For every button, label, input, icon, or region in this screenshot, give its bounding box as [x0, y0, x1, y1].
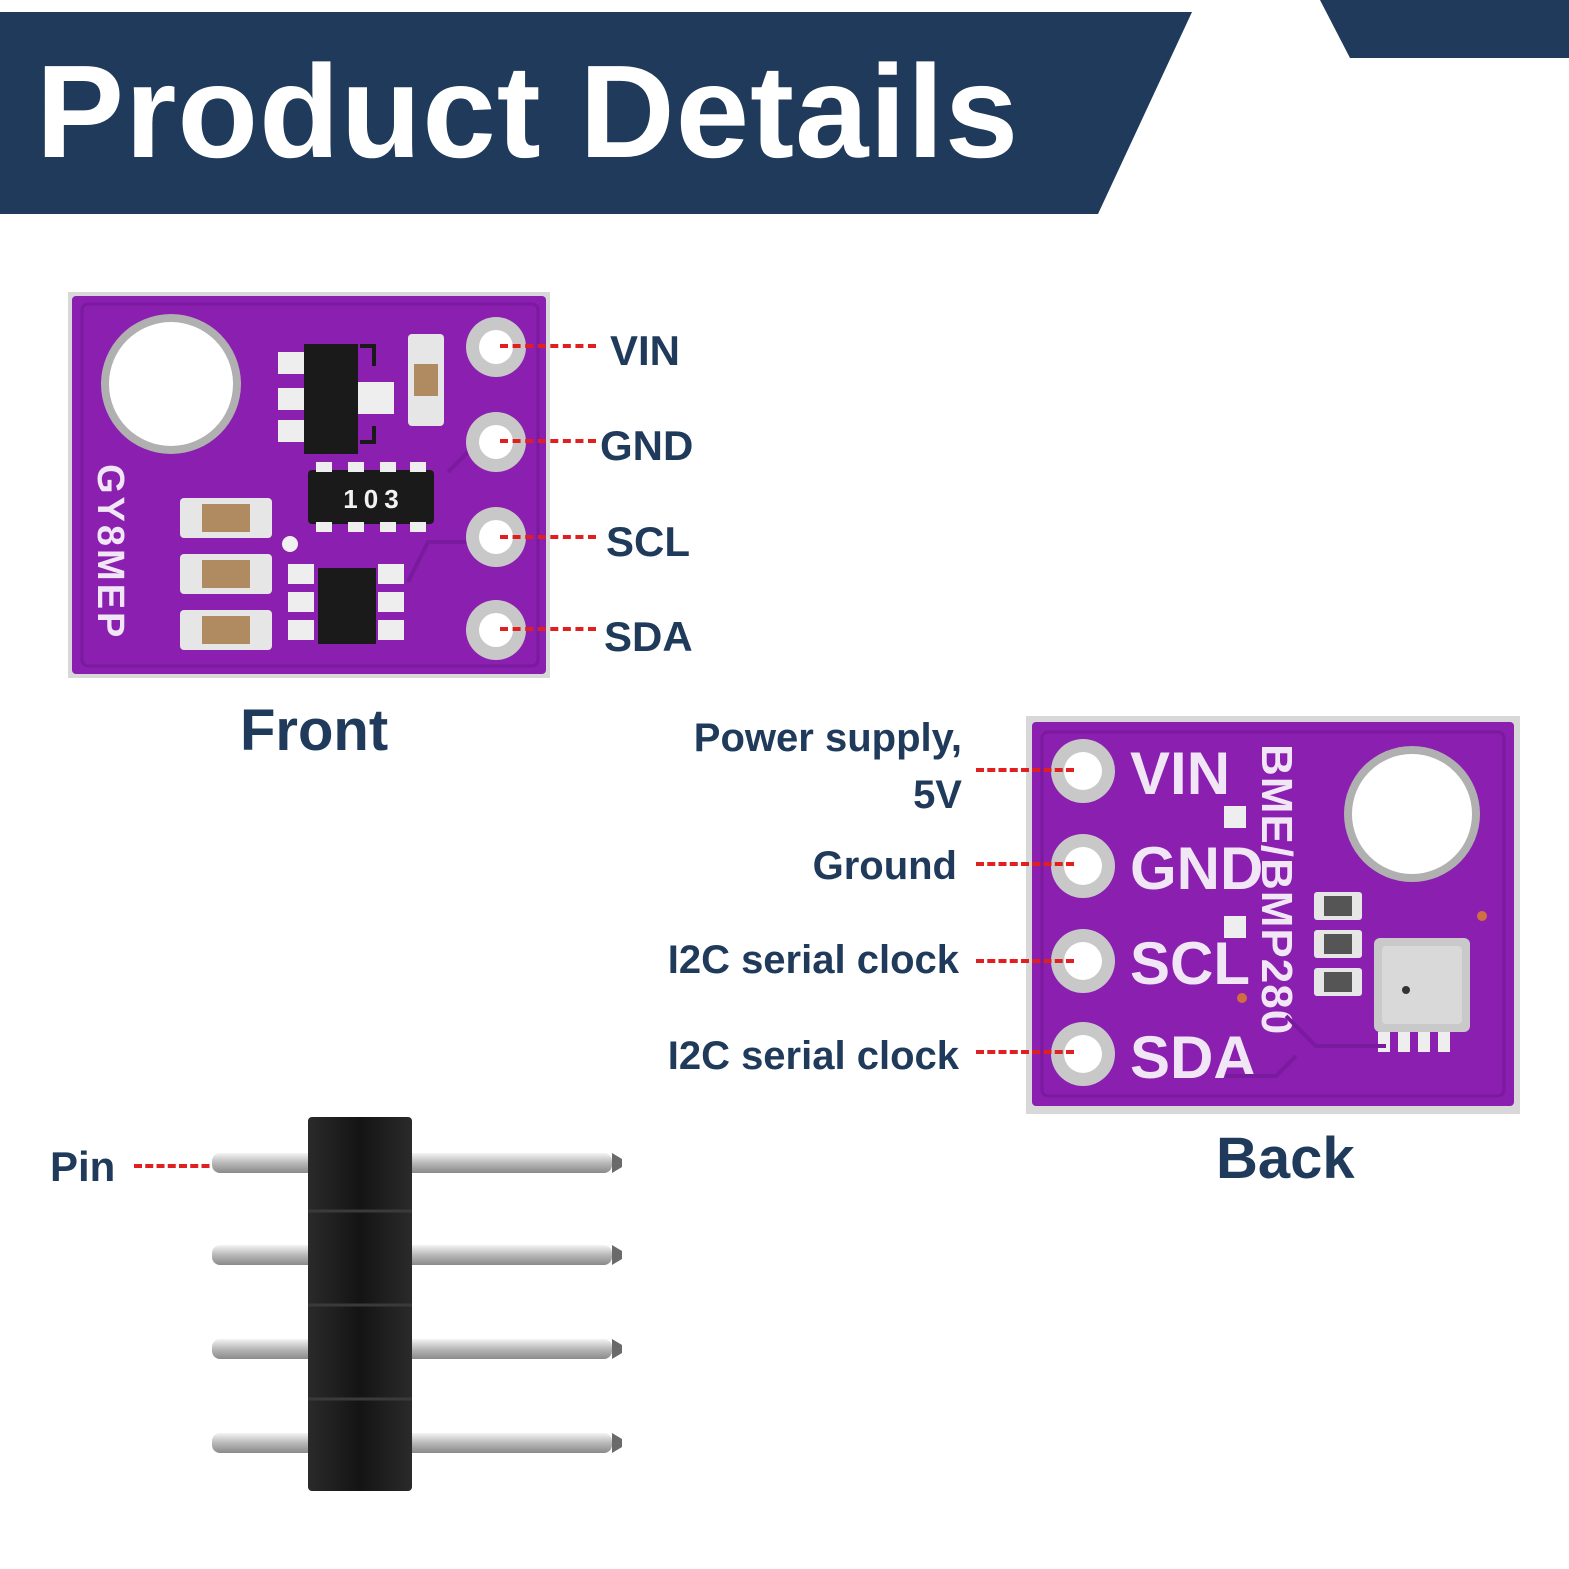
back-leader-sda — [976, 1050, 1074, 1054]
front-leader-vin — [500, 344, 596, 348]
back-desc-sda: I2C serial clock — [667, 1034, 959, 1078]
front-pin-sda: SDA — [604, 613, 693, 660]
front-board-image: 103 GY8MEP — [68, 292, 550, 678]
front-pin-gnd: GND — [600, 422, 694, 469]
back-leader-vin — [976, 768, 1074, 772]
front-caption: Front — [240, 698, 389, 763]
front-pin-holes — [466, 317, 526, 660]
front-leader-sda — [500, 627, 596, 631]
front-leader-scl — [500, 535, 596, 539]
front-pin-vin: VIN — [610, 327, 681, 374]
page-title: Product Details — [36, 38, 1020, 185]
back-caption: Back — [1216, 1126, 1355, 1191]
back-desc-scl: I2C serial clock — [667, 938, 959, 982]
back-desc-vin-line1: Power supply, — [693, 716, 962, 760]
front-silkscreen: GY8MEP — [89, 464, 131, 640]
front-pin-scl: SCL — [606, 518, 690, 565]
back-desc-vin-line2: 5V — [913, 772, 962, 817]
back-board-image: VIN GND SCL SDA BME/BMP280 — [1026, 716, 1520, 1114]
chip-marking: 103 — [343, 484, 404, 514]
back-silk-vin: VIN — [1130, 740, 1230, 807]
pin-header-image — [212, 1117, 622, 1491]
back-silk-scl: SCL — [1130, 930, 1250, 997]
back-silkscreen: BME/BMP280 — [1252, 744, 1301, 1035]
back-pin-holes — [1051, 739, 1115, 1086]
back-silk-gnd: GND — [1130, 835, 1263, 902]
back-leader-gnd — [976, 862, 1074, 866]
back-leader-scl — [976, 959, 1074, 963]
header-pin-leader — [134, 1164, 232, 1168]
back-desc-vin: Power supply, 5V — [694, 710, 962, 824]
front-leader-gnd — [500, 439, 596, 443]
header-banner — [0, 0, 1569, 214]
back-desc-gnd: Ground — [812, 844, 957, 888]
back-silk-sda: SDA — [1130, 1024, 1257, 1091]
header-pin-label: Pin — [50, 1143, 116, 1190]
